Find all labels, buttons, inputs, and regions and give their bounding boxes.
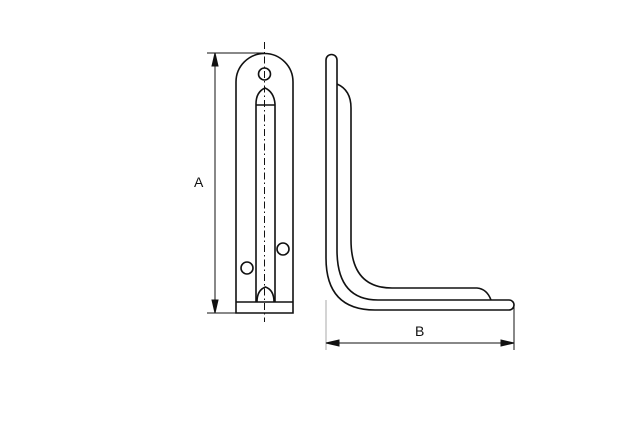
arrow-right-icon	[500, 339, 515, 347]
reinforcing-rib	[336, 83, 492, 301]
arrow-left-icon	[325, 339, 340, 347]
right-hole	[276, 242, 290, 256]
dimension-b-label: B	[415, 323, 424, 339]
left-hole	[240, 261, 254, 275]
arrow-down-icon	[211, 299, 219, 314]
dimension-a	[207, 52, 264, 314]
dimension-b	[325, 300, 515, 350]
slot-outline	[255, 87, 276, 302]
l-profile	[325, 53, 515, 311]
arrow-up-icon	[211, 52, 219, 67]
plate-outline	[235, 52, 294, 314]
dimension-a-label: A	[194, 174, 204, 190]
slot-bottom-arch	[256, 286, 275, 303]
side-view	[325, 53, 515, 311]
